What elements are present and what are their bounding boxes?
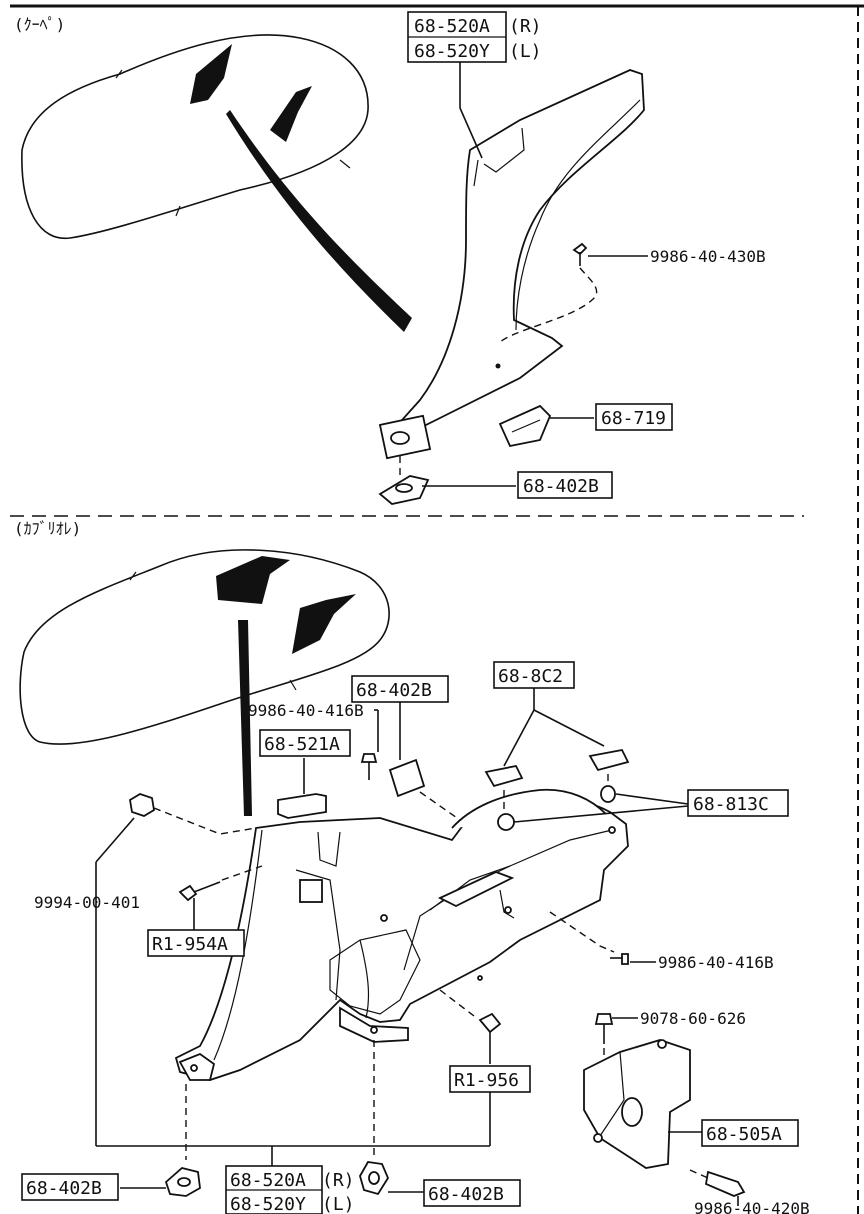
- trim-panel-cabriolet: [174, 788, 629, 1081]
- label-9986-40-416b-top: 9986-40-416B: [248, 701, 364, 720]
- screw-9986-40-420b: [704, 1170, 746, 1206]
- screw-9986-40-416b-top: [360, 709, 379, 780]
- part-68-402b-left: [21, 1084, 201, 1201]
- label-68-521a: 68-521A: [264, 734, 340, 755]
- label-l-top: (L): [509, 41, 542, 62]
- label-9078-60-626: 9078-60-626: [640, 1009, 746, 1028]
- part-68-402b-right: [359, 1040, 521, 1207]
- clip-r1-954a: [147, 865, 263, 957]
- nut-9994-00-401: [95, 793, 257, 1146]
- part-68-813c: [497, 785, 789, 831]
- label-9986-40-420b: 9986-40-420B: [694, 1199, 810, 1214]
- label-68-505a: 68-505A: [706, 1124, 782, 1145]
- screw-9986-40-430b: [497, 242, 648, 345]
- label-68-813c: 68-813C: [693, 794, 769, 815]
- bolt-9078-60-626: [594, 1013, 638, 1064]
- label-68-402b-right: 68-402B: [428, 1184, 504, 1205]
- part-68-521a: [259, 729, 351, 819]
- part-68-719: [498, 403, 673, 448]
- label-9994-00-401: 9994-00-401: [34, 893, 140, 912]
- label-68-402b-upper: 68-402B: [356, 680, 432, 701]
- label-screw-430b: 9986-40-430B: [650, 247, 766, 266]
- bracket-68-505a: [583, 1039, 799, 1179]
- label-68-719: 68-719: [601, 408, 666, 429]
- car-outline-cabriolet: [19, 549, 390, 816]
- label-r1-954a: R1-954A: [152, 934, 228, 955]
- part-68-402b-upper: [351, 675, 461, 821]
- screw-9986-40-416b-right: [549, 911, 656, 965]
- section-label-coupe: (ｸｰﾍﾟ): [14, 15, 65, 34]
- callout-68-520-top: [407, 11, 507, 159]
- label-l-bottom: (L): [322, 1194, 355, 1214]
- label-68-402b-left: 68-402B: [26, 1178, 102, 1199]
- label-68-520y-top: 68-520Y: [414, 41, 490, 62]
- car-outline-coupe: [21, 34, 412, 332]
- label-68-520y-bottom: 68-520Y: [230, 1194, 306, 1214]
- label-68-402b-top: 68-402B: [523, 476, 599, 497]
- trim-panel-coupe: [378, 69, 645, 460]
- label-68-520a-top: 68-520A: [414, 16, 490, 37]
- label-r-top: (R): [509, 16, 542, 37]
- label-r-bottom: (R): [322, 1170, 355, 1191]
- part-68-402b-top: [378, 456, 613, 505]
- label-9986-40-416b-right: 9986-40-416B: [658, 953, 774, 972]
- label-68-8c2: 68-8C2: [498, 666, 563, 687]
- label-68-520a-bottom: 68-520A: [230, 1170, 306, 1191]
- part-68-8c2: [484, 661, 630, 814]
- clip-r1-956: [439, 989, 531, 1146]
- label-r1-956: R1-956: [454, 1070, 519, 1091]
- section-label-cabriolet: (ｶﾌﾞﾘｵﾚ): [14, 519, 81, 538]
- callout-68-520-bottom: [225, 1165, 323, 1214]
